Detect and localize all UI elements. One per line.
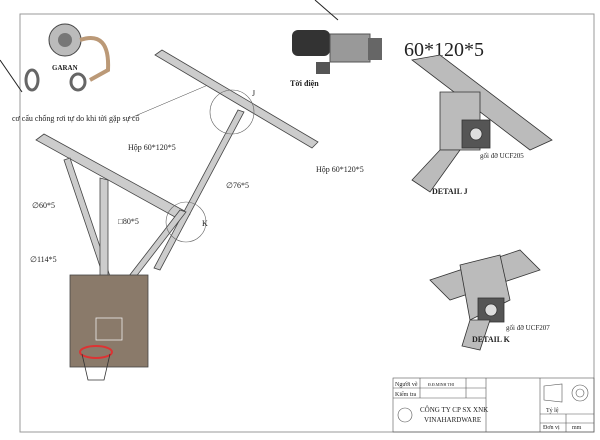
detail-k-marker: K (202, 219, 208, 228)
detail-k-view (429, 249, 541, 351)
unit-label: Đơn vị (543, 425, 560, 431)
winch-label: Tời điện (290, 79, 319, 88)
square-80-label: □80*5 (118, 217, 139, 226)
hoop-frame (35, 49, 319, 381)
box-top-label: Hộp 60*120*5 (128, 143, 176, 152)
brand-label: GARAN (52, 64, 78, 72)
detail-k-title: DETAIL K (472, 335, 511, 344)
winch-image (292, 0, 382, 74)
pipe-114-label: ∅114*5 (30, 255, 57, 264)
company-line2: VINAHARDWARE (424, 416, 481, 424)
detail-j-view (411, 54, 553, 193)
pipe-76-label: ∅76*5 (226, 181, 249, 190)
sheet-border (19, 13, 595, 433)
box-right-label: Hộp 60*120*5 (316, 165, 364, 174)
fall-arrest-device (0, 23, 111, 93)
drawn-by-value: Đ.Đ.MINH THI (428, 382, 455, 387)
bearing-k-label: gối đỡ UCF207 (506, 324, 550, 332)
title-block (392, 377, 595, 433)
dimension-60x120x5: 60*120*5 (404, 39, 484, 61)
detail-j-marker: J (252, 89, 255, 98)
fall-arrest-label: cơ cấu chống rơi tự do khi tời gặp sự cố (12, 114, 140, 123)
drawn-by-label: Người vẽ (395, 382, 418, 388)
checked-label: Kiểm tra (395, 391, 416, 398)
pipe-60-label: ∅60*5 (32, 201, 55, 210)
bearing-j-label: gối đỡ UCF205 (480, 152, 524, 160)
scale-label: Tỷ lệ (546, 408, 559, 414)
company-line1: CÔNG TY CP SX XNK (420, 406, 488, 414)
detail-j-title: DETAIL J (432, 187, 468, 196)
unit-value: mm (572, 425, 582, 431)
